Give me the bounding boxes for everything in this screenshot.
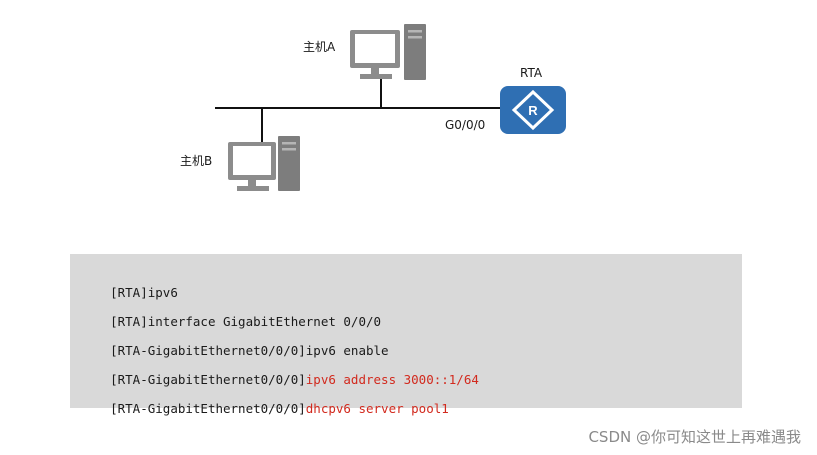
config-code-block: [RTA]ipv6 [RTA]interface GigabitEthernet… xyxy=(70,254,742,416)
interface-label: G0/0/0 xyxy=(445,118,486,132)
config-line: [RTA-GigabitEthernet0/0/0]dhcpv6 server … xyxy=(110,401,449,416)
config-line: [RTA-GigabitEthernet0/0/0]ipv6 enable xyxy=(110,343,389,358)
host-b-label: 主机B xyxy=(180,154,213,168)
host-a-label: 主机A xyxy=(303,40,336,54)
router-icon: R xyxy=(500,86,566,134)
computer-icon xyxy=(228,136,300,191)
csdn-watermark: CSDN @你可知这世上再难遇我 xyxy=(588,428,801,446)
router-symbol: R xyxy=(528,103,538,118)
config-line: [RTA]ipv6 xyxy=(110,285,178,300)
computer-icon xyxy=(350,24,426,80)
network-topology: R xyxy=(215,24,566,191)
config-line: [RTA]interface GigabitEthernet 0/0/0 xyxy=(110,314,382,329)
router-label: RTA xyxy=(520,66,543,80)
config-line: [RTA-GigabitEthernet0/0/0]ipv6 address 3… xyxy=(110,372,479,387)
